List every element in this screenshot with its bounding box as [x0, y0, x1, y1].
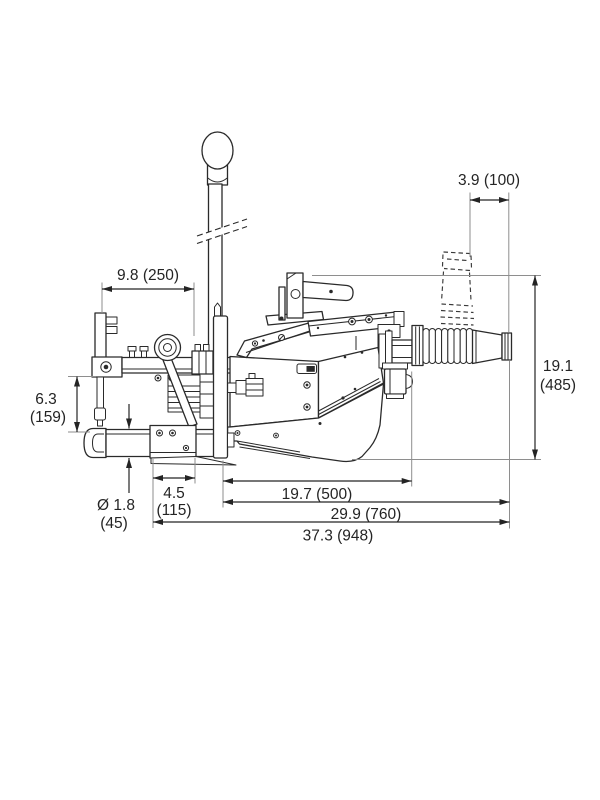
clamp-column [91, 312, 123, 427]
bellows-nozzle-assembly [378, 324, 513, 399]
dim-clamp-span: 9.8 (250) [101, 267, 195, 336]
dim-length-with-nozzle: 29.9 (760) [223, 361, 510, 529]
dim-arm-gap: 6.3 (159) [30, 376, 96, 433]
dim-arm-diameter: Ø 1.8 (45) [97, 404, 135, 532]
dim-arm-gap-mm-label: (159) [30, 409, 66, 426]
arm-clamp-block [191, 350, 214, 375]
dim-overall-height-mm-label: (485) [540, 377, 576, 394]
mounting-plate [212, 302, 235, 459]
toggle-clamp-lever [265, 272, 354, 326]
dim-nozzle-swing: 3.9 (100) [458, 172, 520, 332]
body-side-face [317, 346, 385, 419]
valve-fittings [221, 373, 264, 397]
handle-knob [201, 131, 234, 170]
barrel [391, 339, 413, 364]
dim-nozzle-swing-label: 3.9 (100) [458, 172, 520, 189]
dim-overall-height-label: 19.1 [543, 358, 573, 375]
nozzle-raised-position-dashed [440, 251, 475, 326]
nozzle-tip-ring [501, 332, 513, 361]
arm-end-cap [83, 427, 107, 459]
bellows [422, 328, 474, 364]
dim-arm-length-mm-label: (115) [156, 502, 191, 519]
drive-motor [382, 362, 413, 399]
column-bar [94, 312, 107, 360]
deck-plate [236, 321, 317, 359]
dim-arm-diameter-label: Ø 1.8 [97, 497, 135, 514]
center-plate [212, 315, 229, 459]
clamp-grip [302, 280, 354, 302]
dim-arm-length: 4.5 (115) [152, 458, 196, 528]
dim-body-length-label: 19.7 (500) [282, 486, 353, 503]
dim-arm-length-label: 4.5 [163, 485, 185, 502]
lower-clamp-arm [83, 424, 237, 466]
bellows-collar [411, 324, 424, 367]
column-rod [96, 376, 104, 409]
dim-arm-diameter-mm-label: (45) [100, 515, 128, 532]
dim-body-length: 19.7 (500) [222, 371, 413, 508]
dim-overall-length-label: 37.3 (948) [303, 528, 374, 545]
body-skirt [226, 383, 385, 463]
dim-length-with-nozzle-label: 29.9 (760) [331, 506, 402, 523]
dim-clamp-span-label: 9.8 (250) [117, 267, 179, 284]
main-body [221, 311, 405, 463]
clamp-strip [278, 286, 286, 321]
guide-pulley [153, 333, 182, 362]
nozzle-cone [471, 329, 503, 365]
dim-arm-gap-label: 6.3 [35, 391, 57, 408]
dim-overall-length: 37.3 (948) [153, 519, 510, 545]
bracket-wedge [150, 456, 237, 466]
